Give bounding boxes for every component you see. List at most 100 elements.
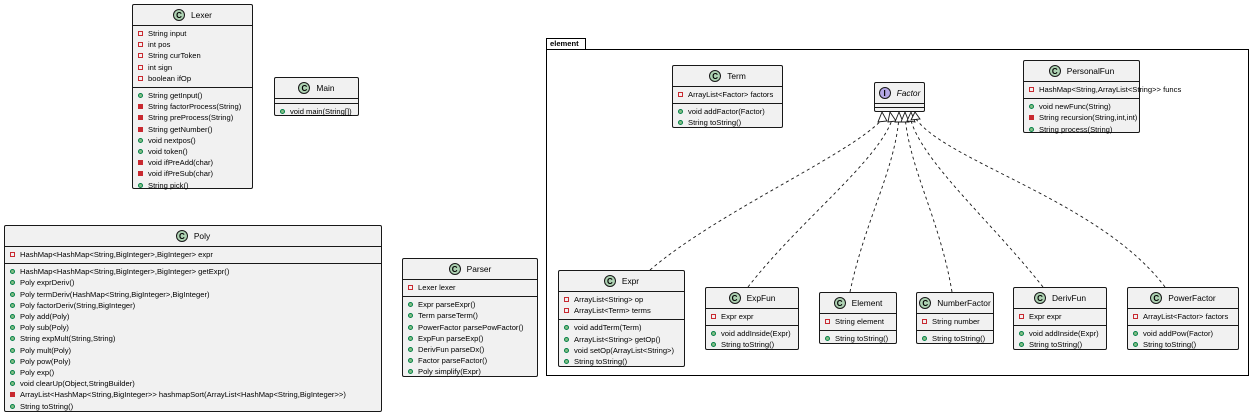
member-row: ArrayList<Factor> factors <box>673 89 782 100</box>
member-text: Expr parseExpr() <box>418 300 476 310</box>
member-text: Poly simplify(Expr) <box>418 367 481 377</box>
member-text: void clearUp(Object,StringBuilder) <box>20 379 135 389</box>
public-visibility-icon <box>138 93 143 99</box>
member-text: ArrayList<String> getOp() <box>574 334 661 344</box>
member-text: String toString() <box>932 334 986 344</box>
class-title: Main <box>316 83 335 93</box>
member-row: String process(String) <box>1024 124 1139 135</box>
arrowhead-powerfactor <box>910 111 921 121</box>
member-row: void main(String[]) <box>275 106 358 117</box>
class-title: Factor <box>896 88 921 98</box>
member-text: String number <box>932 317 980 327</box>
member-row: Poly termDeriv(HashMap<String,BigInteger… <box>5 289 381 300</box>
member-text: int pos <box>148 40 171 50</box>
public-visibility-icon <box>922 336 927 342</box>
methods-section: void main(String[]) <box>275 103 358 120</box>
public-visibility-icon <box>408 313 413 319</box>
methods-section: void addInside(Expr)String toString() <box>1014 325 1106 353</box>
fields-section: Expr expr <box>1014 308 1106 325</box>
arrowhead-expfun <box>887 110 897 123</box>
edge-derivfun-factor <box>909 116 1044 288</box>
member-text: DerivFun parseDx() <box>418 345 485 355</box>
member-text: void token() <box>148 146 188 156</box>
private-visibility-icon <box>922 319 927 325</box>
member-row: PowerFactor parsePowFactor() <box>403 322 537 333</box>
fields-section: ArrayList<Factor> factors <box>1128 308 1238 325</box>
member-text: ArrayList<HashMap<String,BigInteger>> ha… <box>20 390 346 400</box>
fields-section: String number <box>917 313 993 330</box>
member-text: void addPow(Factor) <box>1143 329 1214 339</box>
private-visibility-icon <box>564 297 569 303</box>
member-text: Poly pow(Poly) <box>20 356 71 366</box>
member-row: void ifPreAdd(char) <box>133 157 252 168</box>
fields-section: ArrayList<Factor> factors <box>673 86 782 103</box>
member-text: void main(String[]) <box>290 107 352 117</box>
member-row: void nextpos() <box>133 135 252 146</box>
class-icon: C <box>603 275 616 287</box>
member-row: ExpFun parseExp() <box>403 333 537 344</box>
public-visibility-icon <box>408 324 413 330</box>
public-visibility-icon <box>408 347 413 353</box>
public-visibility-icon <box>1029 104 1034 110</box>
public-visibility-icon <box>825 336 830 342</box>
public-visibility-icon <box>280 109 285 115</box>
arrowhead-numberfactor <box>900 110 910 123</box>
private-visibility-icon <box>1029 87 1034 93</box>
public-visibility-icon <box>711 342 716 348</box>
member-text: Poly add(Poly) <box>20 312 70 322</box>
class-title: ExpFun <box>746 293 776 303</box>
member-text: void ifPreSub(char) <box>148 169 213 179</box>
member-row: String getNumber() <box>133 124 252 135</box>
member-row: String toString() <box>1014 339 1106 350</box>
private-visibility-icon <box>138 75 143 81</box>
methods-section: String toString() <box>820 330 896 347</box>
member-row: Poly simplify(Expr) <box>403 366 537 377</box>
member-text: void ifPreAdd(char) <box>148 158 213 168</box>
member-text: ExpFun parseExp() <box>418 333 484 343</box>
member-row: HashMap<HashMap<String,BigInteger>,BigIn… <box>5 266 381 277</box>
member-row: Expr expr <box>1014 311 1106 322</box>
public-visibility-icon <box>10 403 15 409</box>
class-icon: C <box>709 70 722 82</box>
private-visibility-icon <box>138 31 143 37</box>
class-title: Term <box>727 71 746 81</box>
public-visibility-icon <box>10 358 15 364</box>
edge-element-factor <box>849 116 900 293</box>
member-text: Expr expr <box>721 312 754 322</box>
methods-section: void addInside(Expr)String toString() <box>706 325 798 353</box>
interface-icon: I <box>878 87 891 99</box>
member-row: String input <box>133 28 252 39</box>
public-visibility-icon <box>1133 331 1138 337</box>
class-icon: C <box>448 263 461 275</box>
member-text: String recursion(String,int,int) <box>1039 113 1138 123</box>
member-text: ArrayList<Factor> factors <box>1143 312 1229 322</box>
member-text: String toString() <box>721 340 775 350</box>
member-text: HashMap<HashMap<String,BigInteger>,BigIn… <box>20 250 213 260</box>
member-text: HashMap<String,ArrayList<String>> funcs <box>1039 85 1182 95</box>
member-row: ArrayList<String> getOp() <box>559 334 684 345</box>
private-visibility-icon <box>1019 314 1024 320</box>
class-title: Element <box>851 298 883 308</box>
class-icon: C <box>728 292 741 304</box>
member-row: Poly exprDeriv() <box>5 277 381 288</box>
public-visibility-icon <box>564 325 569 331</box>
member-row: String toString() <box>673 117 782 128</box>
package-name: element <box>550 39 579 48</box>
member-row: int pos <box>133 39 252 50</box>
member-row: Expr expr <box>706 311 798 322</box>
methods-section: Expr parseExpr()Term parseTerm()PowerFac… <box>403 296 537 380</box>
member-row: Expr parseExpr() <box>403 299 537 310</box>
methods-section: void addPow(Factor)String toString() <box>1128 325 1238 353</box>
member-text: void addFactor(Factor) <box>688 107 765 117</box>
private-visibility-icon <box>711 314 716 320</box>
private-visibility-icon <box>678 92 683 98</box>
member-row: void addInside(Expr) <box>1014 328 1106 339</box>
member-text: String toString() <box>1029 340 1083 350</box>
member-row: DerivFun parseDx() <box>403 344 537 355</box>
